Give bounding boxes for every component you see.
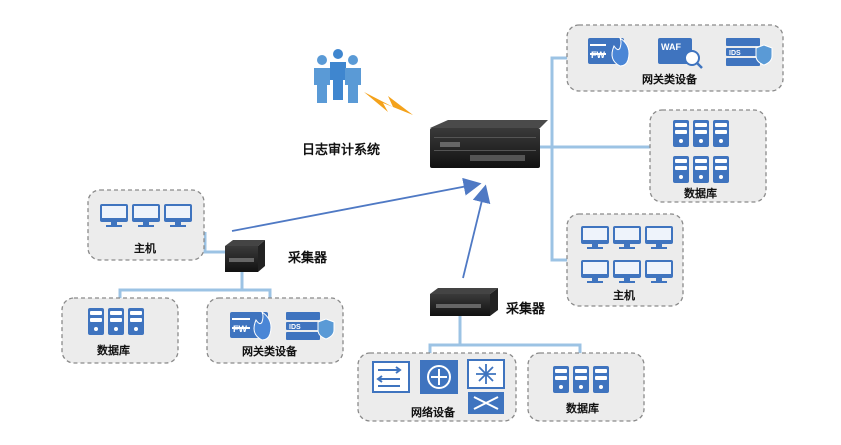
- left-database-label: 数据库: [97, 344, 130, 357]
- users-icon: [314, 49, 361, 103]
- ids-icon: [726, 38, 773, 66]
- collector-left-device-icon: [225, 240, 265, 272]
- right-gateway-icons: [588, 36, 773, 69]
- firewall-icon: [230, 310, 272, 341]
- firewall-icon: [588, 36, 630, 67]
- collector-bottom-device-icon: [430, 288, 498, 316]
- connection-lines: [118, 56, 650, 353]
- collector-bottom-label: 采集器: [506, 302, 546, 317]
- left-gateway-icons: [230, 310, 335, 341]
- fw-icon-text-left: FW: [233, 324, 247, 334]
- bottom-network-label: 网络设备: [411, 406, 455, 419]
- switch-icon: [372, 361, 410, 393]
- bottom-database-server-icons: [553, 366, 609, 393]
- cross-switch-icon: [468, 392, 504, 414]
- right-host-label: 主机: [613, 289, 635, 302]
- left-host-icons: [100, 204, 192, 227]
- waf-icon: [658, 38, 703, 69]
- ids-icon-text-left: IDS: [289, 324, 301, 331]
- left-database-server-icons: [88, 308, 144, 335]
- right-gateway-label: 网关类设备: [642, 73, 697, 86]
- ids-icon-text: IDS: [729, 50, 741, 57]
- left-host-label: 主机: [134, 242, 156, 255]
- ids-icon: [286, 312, 335, 340]
- collector-left-label: 采集器: [288, 251, 328, 266]
- log-audit-server-icon: [430, 120, 548, 168]
- waf-icon-text: WAF: [661, 42, 681, 52]
- right-database-label: 数据库: [684, 187, 717, 200]
- network-device-icons: [372, 359, 505, 414]
- left-gateway-label: 网关类设备: [242, 345, 297, 358]
- log-audit-system-label: 日志审计系统: [302, 143, 381, 158]
- fw-icon-text: FW: [591, 50, 605, 60]
- data-flow-arrows: [231, 177, 491, 279]
- core-switch-icon: [467, 359, 505, 389]
- bottom-database-label: 数据库: [566, 402, 599, 415]
- router-icon: [420, 360, 458, 394]
- lightning-icon: [364, 92, 413, 115]
